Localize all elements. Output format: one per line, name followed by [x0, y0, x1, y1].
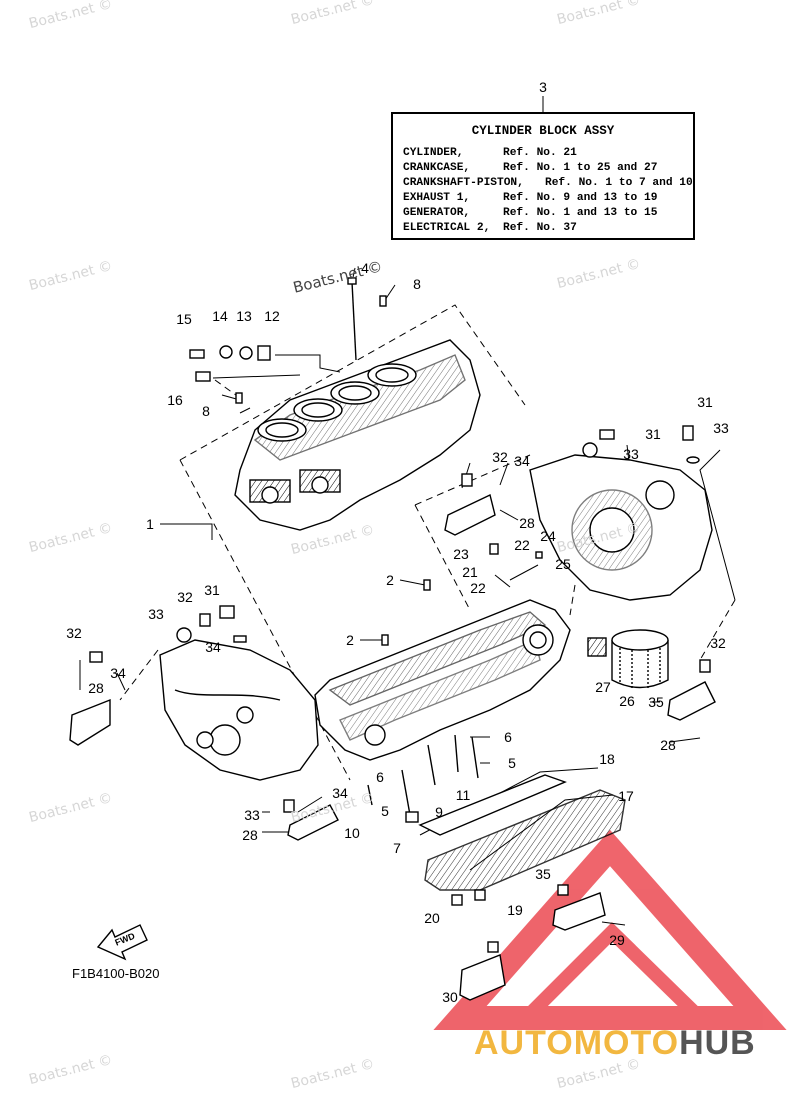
- callout-number: 5: [508, 755, 516, 771]
- callout-number: 19: [507, 902, 523, 918]
- callout-number: 26: [619, 693, 635, 709]
- engine-mounts: [69, 494, 716, 1001]
- callout-number: 34: [514, 453, 530, 469]
- info-box-title: CYLINDER BLOCK ASSY: [471, 124, 615, 138]
- info-row: CYLINDER,Ref. No. 21: [403, 147, 577, 159]
- callout-number: 28: [660, 737, 676, 753]
- brand-part2: HUB: [679, 1024, 756, 1062]
- callout-number: 6: [376, 769, 384, 785]
- callout-number: 34: [332, 785, 348, 801]
- callout-number: 31: [204, 582, 220, 598]
- callout-number: 31: [697, 394, 713, 410]
- left-cover: [159, 639, 319, 781]
- exhaust-cover-and-gasket: [418, 774, 626, 891]
- callout-number: 7: [393, 840, 401, 856]
- callout-number: 6: [504, 729, 512, 745]
- oil-filter: [587, 629, 669, 689]
- info-row: GENERATOR,Ref. No. 1 and 13 to 15: [403, 207, 658, 219]
- info-row: ELECTRICAL 2,Ref. No. 37: [403, 222, 577, 234]
- callout-number: 13: [236, 308, 252, 324]
- callout-number: 35: [648, 694, 664, 710]
- callout-number: 33: [713, 420, 729, 436]
- callout-number: 33: [148, 606, 164, 622]
- callout-number: 11: [455, 787, 471, 803]
- callout-number: 16: [167, 392, 183, 408]
- callout-number: 8: [202, 403, 210, 419]
- fwd-arrow-icon: FWD: [96, 924, 148, 961]
- info-row: CRANKCASE,Ref. No. 1 to 25 and 27: [403, 162, 658, 174]
- brand-triangle-logo: [433, 829, 787, 1030]
- callout-number: 5: [381, 803, 389, 819]
- callout-number: 24: [540, 528, 556, 544]
- callout-number: 33: [244, 807, 260, 823]
- generator-cover: [529, 454, 713, 601]
- callout-number: 22: [514, 537, 530, 553]
- brand-part1: AUTOMOTO: [474, 1024, 680, 1062]
- callout-number: 30: [442, 989, 458, 1005]
- callout-number: 32: [177, 589, 193, 605]
- callout-number: 4: [361, 260, 369, 276]
- callout-number: 10: [344, 825, 360, 841]
- callout-number: 18: [599, 751, 615, 767]
- callout-number: 1: [146, 516, 154, 532]
- brand-wordmark: AUTOMOTOHUB: [474, 1024, 756, 1063]
- callout-number: 3: [539, 79, 547, 95]
- callout-number: 35: [535, 866, 551, 882]
- callout-number: 28: [242, 827, 258, 843]
- callout-number: 23: [453, 546, 469, 562]
- callout-number: 28: [519, 515, 535, 531]
- info-row: CRANKSHAFT-PISTON,Ref. No. 1 to 7 and 10: [403, 177, 693, 189]
- diagram-code: F1B4100-B020: [72, 966, 160, 981]
- callout-number: 32: [492, 449, 508, 465]
- cylinder-block-assy-box: CYLINDER BLOCK ASSY CYLINDER,Ref. No. 21…: [391, 112, 695, 240]
- callout-number: 20: [424, 910, 440, 926]
- callout-number: 25: [555, 556, 571, 572]
- callout-number: 34: [205, 639, 221, 655]
- callout-number: 27: [595, 679, 611, 695]
- callout-number: 2: [386, 572, 394, 588]
- crankcase: [314, 599, 571, 761]
- callout-number: 34: [110, 665, 126, 681]
- callout-number: 32: [710, 635, 726, 651]
- callout-number: 32: [66, 625, 82, 641]
- callout-number: 12: [264, 308, 280, 324]
- callout-number: 14: [212, 308, 228, 324]
- callout-number: 28: [88, 680, 104, 696]
- callout-number: 29: [609, 932, 625, 948]
- callout-number: 33: [623, 446, 639, 462]
- callout-number: 22: [470, 580, 486, 596]
- callout-number: 31: [645, 426, 661, 442]
- callout-number: 17: [618, 788, 634, 804]
- cylinder-block: [234, 339, 481, 531]
- callout-number: 2: [346, 632, 354, 648]
- bolts-and-fasteners: [89, 277, 711, 953]
- callout-number: 8: [413, 276, 421, 292]
- callout-number: 21: [462, 564, 478, 580]
- callout-number: 15: [176, 311, 192, 327]
- callout-leader-lines: [79, 267, 736, 926]
- info-row: EXHAUST 1,Ref. No. 9 and 13 to 19: [403, 192, 658, 204]
- callout-number: 9: [435, 804, 443, 820]
